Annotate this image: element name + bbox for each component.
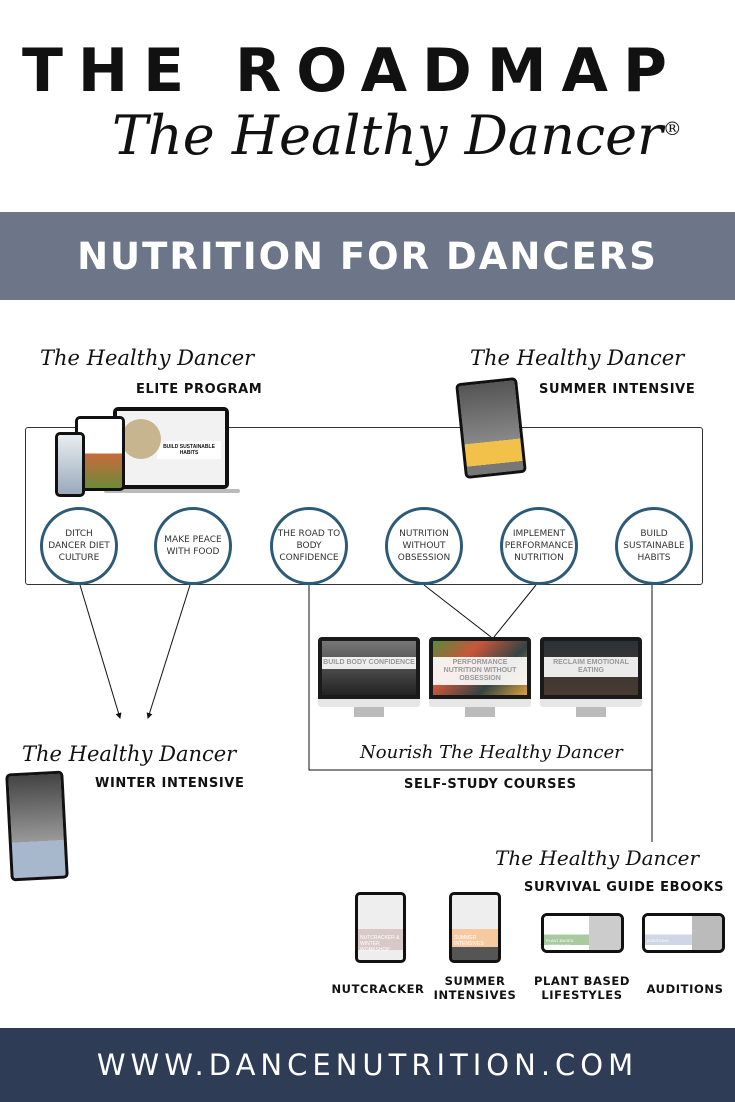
registered-mark: ® xyxy=(662,118,682,140)
summer-tablet-mockup xyxy=(455,377,527,479)
ebook-label-auditions: AUDITIONS xyxy=(646,982,724,996)
step-circle-2: MAKE PEACE WITH FOOD xyxy=(154,507,232,585)
winter-label: WINTER INTENSIVE xyxy=(95,776,245,791)
ebook-label-plant-based: PLANT BASED LIFESTYLES xyxy=(533,974,631,1002)
ebook-cover-plant-based: PLANT-BASED LIFESTYLES xyxy=(541,913,624,953)
section-banner: NUTRITION FOR DANCERS xyxy=(0,212,735,300)
self-study-label: SELF-STUDY COURSES xyxy=(404,777,577,792)
laptop-screen-text: BUILD SUSTAINABLE HABITS xyxy=(157,441,221,459)
phone-mockup xyxy=(55,432,85,497)
self-study-bracket xyxy=(308,585,652,771)
arrow-to-winter-2 xyxy=(146,584,191,719)
winter-brand: The Healthy Dancer xyxy=(22,742,237,766)
ebook-cover-summer: SUMMER INTENSIVES xyxy=(449,892,501,963)
step-circle-1: DITCH DANCER DIET CULTURE xyxy=(40,507,118,585)
ebook-label-nutcracker: NUTCRACKER xyxy=(331,982,425,996)
auditions-cover-text: AUDITIONS xyxy=(645,916,692,950)
course-monitor-1: BUILD BODY CONFIDENCE xyxy=(318,637,420,719)
ebooks-brand: The Healthy Dancer xyxy=(495,846,700,870)
summer-label: SUMMER INTENSIVE xyxy=(539,382,696,397)
line-nutrition-course-2 xyxy=(493,584,537,638)
step-circle-5: IMPLEMENT PERFORMANCE NUTRITION xyxy=(500,507,578,585)
ebook-cover-auditions: AUDITIONS xyxy=(642,913,725,953)
step-circle-4: NUTRITION WITHOUT OBSESSION xyxy=(385,507,463,585)
laptop-mockup: BUILD SUSTAINABLE HABITS xyxy=(113,407,229,489)
arrow-to-winter-1 xyxy=(79,584,122,719)
course-title-2: PERFORMANCE NUTRITION WITHOUT OBSESSION xyxy=(433,657,527,685)
course-monitor-3: RECLAIM EMOTIONAL EATING xyxy=(540,637,642,719)
course-title-1: BUILD BODY CONFIDENCE xyxy=(322,657,416,669)
line-nutrition-course-1 xyxy=(423,584,492,638)
page-title: THE ROADMAP xyxy=(22,36,682,106)
brand-script-title: The Healthy Dancer® xyxy=(112,104,682,167)
step-circle-6: BUILD SUSTAINABLE HABITS xyxy=(615,507,693,585)
step-circle-3: THE ROAD TO BODY CONFIDENCE xyxy=(270,507,348,585)
brand-text: The Healthy Dancer xyxy=(112,104,663,167)
elite-program-box xyxy=(25,427,703,585)
website-footer: WWW.DANCENUTRITION.COM xyxy=(0,1028,735,1102)
elite-label: ELITE PROGRAM xyxy=(136,382,263,397)
summer-brand: The Healthy Dancer xyxy=(470,346,685,370)
ebook-cover-nutcracker: NUTCRACKER & WINTER WORKSHOP xyxy=(355,892,406,963)
winter-tablet-mockup xyxy=(5,770,69,882)
course-title-3: RECLAIM EMOTIONAL EATING xyxy=(544,657,638,677)
website-url[interactable]: WWW.DANCENUTRITION.COM xyxy=(96,1048,639,1082)
ebooks-label: SURVIVAL GUIDE EBOOKS xyxy=(524,880,725,895)
nourish-brand: Nourish The Healthy Dancer xyxy=(360,742,623,763)
ebook-label-summer: SUMMER INTENSIVES xyxy=(433,974,517,1002)
course-monitor-2: PERFORMANCE NUTRITION WITHOUT OBSESSION xyxy=(429,637,531,719)
laptop-base xyxy=(104,489,240,493)
plant-cover-text: PLANT-BASED LIFESTYLES xyxy=(544,916,589,950)
elite-brand: The Healthy Dancer xyxy=(40,346,255,370)
